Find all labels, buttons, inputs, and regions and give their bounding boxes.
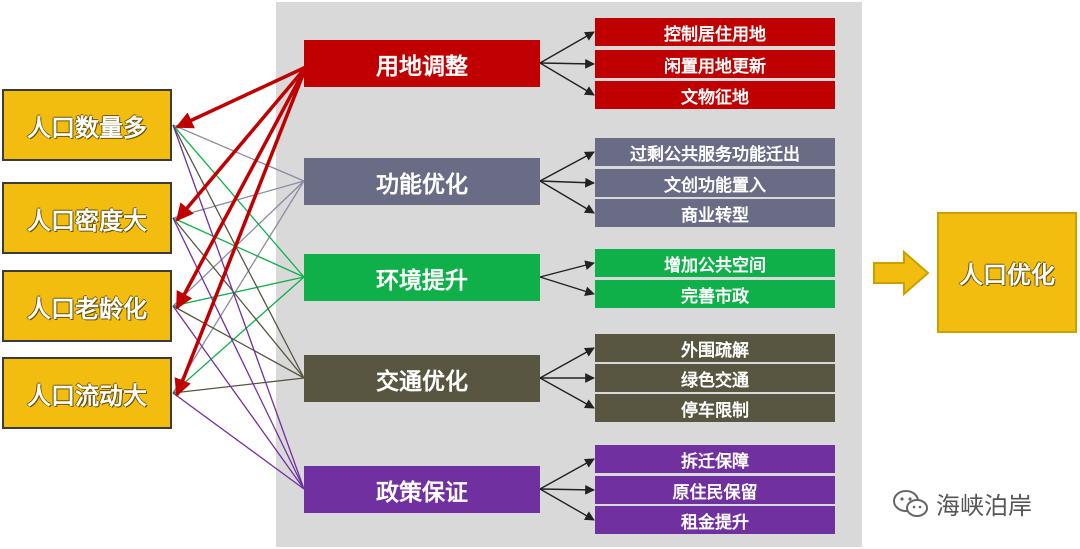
strategy-label: 政策保证 bbox=[376, 479, 468, 506]
measure-label: 完善市政 bbox=[681, 286, 749, 307]
connector-arrow bbox=[539, 58, 595, 69]
connector-line bbox=[172, 392, 305, 490]
strategy-policy: 政策保证 bbox=[304, 466, 540, 513]
connector-line bbox=[172, 217, 305, 379]
watermark: 海峡泊岸 bbox=[892, 486, 1032, 521]
connector-arrow bbox=[539, 177, 595, 188]
connector-arrow bbox=[539, 347, 595, 379]
problem-population-size: 人口数量多 bbox=[2, 89, 172, 161]
connector-arrow bbox=[539, 31, 595, 64]
strategy-function: 功能优化 bbox=[304, 158, 540, 205]
strategy-environment: 环境提升 bbox=[304, 254, 540, 301]
strategy-transport: 交通优化 bbox=[304, 355, 540, 402]
problem-population-density: 人口密度大 bbox=[2, 182, 172, 254]
measure-item: 文物征地 bbox=[595, 81, 835, 109]
problem-label: 人口数量多 bbox=[27, 113, 147, 142]
measure-item: 控制居住用地 bbox=[595, 18, 835, 46]
measure-item: 商业转型 bbox=[595, 199, 835, 227]
measure-label: 租金提升 bbox=[681, 512, 749, 533]
connector-line bbox=[172, 377, 305, 394]
connector-line bbox=[172, 124, 305, 490]
result-population-optimization: 人口优化 bbox=[937, 212, 1077, 333]
connector-arrow bbox=[175, 65, 308, 222]
connector-arrow bbox=[539, 62, 595, 96]
measure-item: 原住民保留 bbox=[595, 476, 835, 504]
measure-item: 文创功能置入 bbox=[595, 169, 835, 197]
connector-line bbox=[172, 124, 305, 379]
measure-item: 过剩公共服务功能迁出 bbox=[595, 138, 835, 166]
connector-line bbox=[172, 217, 305, 278]
problem-label: 人口流动大 bbox=[27, 381, 147, 410]
measure-label: 文创功能置入 bbox=[664, 175, 766, 196]
connector-arrow bbox=[539, 377, 595, 409]
measure-item: 绿色交通 bbox=[595, 364, 835, 392]
problem-population-mobility: 人口流动大 bbox=[2, 357, 172, 429]
strategy-label: 环境提升 bbox=[376, 267, 468, 294]
connector-arrow bbox=[539, 151, 595, 182]
result-label: 人口优化 bbox=[959, 261, 1055, 289]
connector-arrow bbox=[539, 484, 595, 495]
measure-label: 控制居住用地 bbox=[664, 24, 766, 45]
strategy-label: 功能优化 bbox=[376, 171, 468, 198]
measure-item: 闲置用地更新 bbox=[595, 50, 835, 78]
strategy-label: 交通优化 bbox=[376, 368, 468, 395]
watermark-text: 海峡泊岸 bbox=[936, 492, 1032, 520]
measure-label: 增加公共空间 bbox=[664, 255, 766, 276]
connector-arrow bbox=[539, 260, 595, 278]
connector-line bbox=[172, 276, 305, 394]
problem-label: 人口老龄化 bbox=[27, 294, 147, 323]
problem-label: 人口密度大 bbox=[27, 206, 147, 235]
strategy-label: 用地调整 bbox=[376, 53, 468, 80]
connector-line bbox=[172, 276, 305, 307]
measure-label: 绿色交通 bbox=[681, 370, 749, 391]
connector-arrow bbox=[539, 180, 595, 214]
connector-line bbox=[172, 180, 305, 307]
measure-label: 停车限制 bbox=[681, 400, 749, 421]
measure-item: 停车限制 bbox=[595, 394, 835, 422]
connector-line bbox=[172, 124, 305, 278]
connector-line bbox=[172, 180, 305, 394]
measure-label: 外围疏解 bbox=[681, 340, 749, 361]
connector-arrow bbox=[539, 458, 595, 490]
connector-line bbox=[172, 217, 305, 490]
measure-item: 完善市政 bbox=[595, 280, 835, 308]
connector-line bbox=[172, 305, 305, 379]
connector-arrow bbox=[539, 276, 595, 297]
measure-item: 租金提升 bbox=[595, 506, 835, 534]
measure-label: 商业转型 bbox=[681, 205, 749, 226]
strategy-land-use: 用地调整 bbox=[304, 40, 540, 87]
wechat-icon bbox=[893, 489, 928, 517]
arrow-right-icon bbox=[873, 250, 930, 296]
problem-population-aging: 人口老龄化 bbox=[2, 270, 172, 342]
measure-label: 文物征地 bbox=[681, 87, 749, 108]
measure-item: 增加公共空间 bbox=[595, 249, 835, 277]
measure-label: 过剩公共服务功能迁出 bbox=[630, 144, 800, 165]
connector-line bbox=[172, 124, 305, 182]
measure-item: 外围疏解 bbox=[595, 334, 835, 362]
measure-label: 拆迁保障 bbox=[681, 451, 749, 472]
connector-arrow bbox=[174, 66, 308, 397]
connector-arrow bbox=[175, 65, 307, 129]
measure-item: 拆迁保障 bbox=[595, 445, 835, 473]
connector-arrow bbox=[175, 66, 308, 310]
connector-line bbox=[172, 305, 305, 490]
connector-line bbox=[172, 180, 305, 219]
measure-label: 闲置用地更新 bbox=[664, 56, 766, 77]
measure-label: 原住民保留 bbox=[672, 482, 758, 503]
connector-arrow bbox=[539, 488, 595, 521]
